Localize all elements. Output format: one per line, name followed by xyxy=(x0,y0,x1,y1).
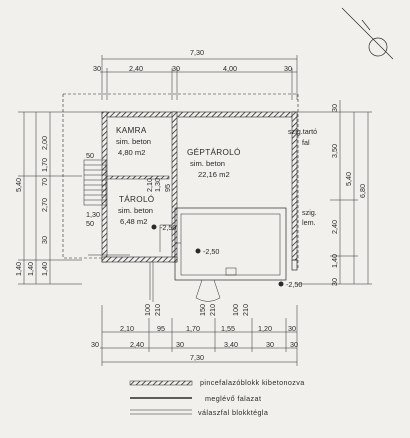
svg-text:1,40: 1,40 xyxy=(26,262,35,276)
svg-text:7,30: 7,30 xyxy=(190,353,204,362)
svg-text:150: 150 xyxy=(198,304,207,316)
note-wall-2: fal xyxy=(302,138,310,147)
room-material-tarolo: sim. beton xyxy=(118,206,153,215)
svg-text:2,40: 2,40 xyxy=(130,340,144,349)
svg-text:1,20: 1,20 xyxy=(258,324,272,333)
left-dimensions: 5,40 1,40 1,40 2,00 1,70 70 2,70 30 1,40 xyxy=(14,111,102,285)
svg-text:1,40: 1,40 xyxy=(14,262,23,276)
svg-text:5,40: 5,40 xyxy=(14,178,23,192)
bottom-dimensions: 2,10 95 1,70 1,55 1,20 30 30 2,40 30 3,4… xyxy=(91,305,298,366)
right-dimensions: 30 3,50 2,40 1,40 30 5,40 6,80 xyxy=(297,100,372,286)
svg-text:95: 95 xyxy=(163,184,172,192)
note-insulation: szig. xyxy=(302,208,317,217)
svg-text:1,40: 1,40 xyxy=(40,262,49,276)
legend: pincefalazóblokk kibetonozva meglévő fal… xyxy=(129,378,305,417)
legend-item-2: meglévő falazat xyxy=(205,394,261,403)
note-insulation-2: lem. xyxy=(302,218,316,227)
svg-text:70: 70 xyxy=(40,178,49,186)
svg-text:30: 30 xyxy=(172,64,180,73)
svg-text:100: 100 xyxy=(143,304,152,316)
legend-item-1: pincefalazóblokk kibetonozva xyxy=(200,378,305,387)
entrance-door xyxy=(195,279,221,302)
svg-text:1,55: 1,55 xyxy=(221,324,235,333)
interior-dimensions: 50 1,30 50 2,10 1,30 95 xyxy=(86,151,172,228)
svg-text:6,80: 6,80 xyxy=(358,184,367,198)
svg-text:50: 50 xyxy=(86,151,94,160)
svg-text:30: 30 xyxy=(330,104,339,112)
svg-text:2,40: 2,40 xyxy=(330,220,339,234)
room-material-kamra: sim. beton xyxy=(116,137,151,146)
svg-text:210: 210 xyxy=(208,304,217,316)
room-area-kamra: 4,80 m2 xyxy=(118,148,145,157)
room-name-gep: GÉPTÁROLÓ xyxy=(187,147,241,157)
svg-text:30: 30 xyxy=(176,340,184,349)
svg-text:7,30: 7,30 xyxy=(190,48,204,57)
svg-text:3,50: 3,50 xyxy=(330,144,339,158)
svg-text:1,70: 1,70 xyxy=(186,324,200,333)
room-material-gep: sim. beton xyxy=(190,159,225,168)
svg-text:30: 30 xyxy=(40,236,49,244)
svg-text:-2,50: -2,50 xyxy=(160,223,176,232)
svg-text:30: 30 xyxy=(266,340,274,349)
level-marker: -2,50 xyxy=(278,280,302,289)
svg-text:30: 30 xyxy=(288,324,296,333)
room-name-kamra: KAMRA xyxy=(116,126,147,135)
svg-text:1,30: 1,30 xyxy=(153,178,162,192)
svg-text:210: 210 xyxy=(241,304,250,316)
outer-walls xyxy=(101,111,298,263)
svg-text:30: 30 xyxy=(290,340,298,349)
room-area-tarolo: 6,48 m2 xyxy=(120,217,147,226)
svg-text:1,40: 1,40 xyxy=(330,254,339,268)
svg-text:3,40: 3,40 xyxy=(224,340,238,349)
opening-dimensions: 100 210 150 210 100 210 xyxy=(143,304,250,316)
svg-text:2,00: 2,00 xyxy=(40,136,49,150)
top-dimensions: 7,30 30 2,40 30 4,00 30 xyxy=(93,48,298,100)
svg-text:4,00: 4,00 xyxy=(223,64,237,73)
svg-text:30: 30 xyxy=(93,64,101,73)
svg-text:2,10: 2,10 xyxy=(145,178,154,192)
room-area-gep: 22,16 m2 xyxy=(198,170,230,179)
svg-text:210: 210 xyxy=(153,304,162,316)
note-wall: szig.tartó xyxy=(288,127,317,136)
svg-text:95: 95 xyxy=(157,324,165,333)
svg-text:30: 30 xyxy=(91,340,99,349)
svg-text:100: 100 xyxy=(231,304,240,316)
svg-text:-2,50: -2,50 xyxy=(203,247,219,256)
svg-text:1,70: 1,70 xyxy=(40,158,49,172)
stair xyxy=(83,159,107,206)
svg-text:30: 30 xyxy=(284,64,292,73)
svg-text:-2,50: -2,50 xyxy=(286,280,302,289)
svg-text:2,40: 2,40 xyxy=(129,64,143,73)
room-name-tarolo: TÁROLÓ xyxy=(119,194,154,204)
inner-structure xyxy=(88,207,298,302)
level-marker: -2,50 xyxy=(151,223,176,232)
svg-text:30: 30 xyxy=(330,278,339,286)
north-arrow-icon xyxy=(341,7,394,60)
level-marker: -2,50 xyxy=(195,247,219,256)
existing-outline xyxy=(62,93,299,270)
legend-item-3: válaszfal blokktégla xyxy=(198,408,268,417)
svg-text:1,30: 1,30 xyxy=(86,210,100,219)
svg-text:2,10: 2,10 xyxy=(120,324,134,333)
svg-text:2,70: 2,70 xyxy=(40,198,49,212)
svg-text:50: 50 xyxy=(86,219,94,228)
svg-text:5,40: 5,40 xyxy=(344,172,353,186)
